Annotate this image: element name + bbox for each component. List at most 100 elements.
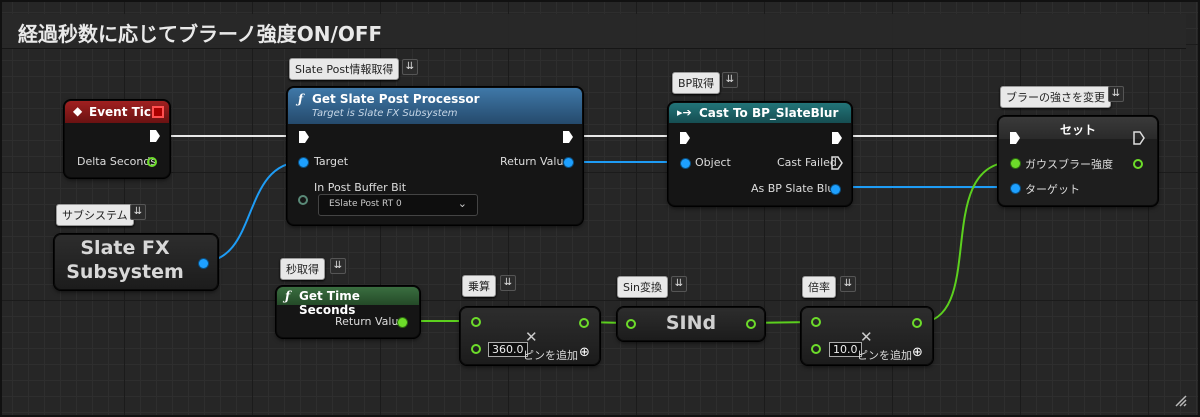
multiply-icon: ✕ [860,328,873,346]
time-return-value-pin[interactable] [398,318,407,327]
scale-in-b-pin[interactable] [811,344,821,354]
comment-seconds-text: 秒取得 [286,263,319,276]
pin-icon[interactable]: ⇊ [130,204,146,220]
exec-out-pin[interactable] [831,131,843,145]
exec-in-pin[interactable] [679,131,691,145]
multiply-out-pin[interactable] [579,318,589,328]
event-icon: ◆ [73,104,83,118]
pin-icon[interactable]: ⇊ [500,275,516,291]
time-header: ƒ Get Time Seconds [277,287,419,317]
exec-out-pin[interactable] [149,129,161,143]
as-bp-slate-blur-label: As BP Slate Blur [751,182,839,195]
cast-failed-label: Cast Failed [777,156,837,169]
comment-blur-change[interactable]: ブラーの強さを変更 [1000,86,1111,108]
comment-bp-text: BP取得 [678,77,715,90]
sind-out-pin[interactable] [746,319,756,329]
pin-icon[interactable]: ⇊ [402,59,418,75]
set-title: セット [1059,123,1096,137]
time-title: Get Time Seconds [299,289,360,317]
graph-title-bar: 経過秒数に応じてブラーノ強度ON/OFF [2,14,1186,49]
return-value-label: Return Value [500,155,571,168]
exec-in-pin[interactable] [298,130,310,144]
exec-out-pin[interactable] [1133,131,1145,145]
pin-icon[interactable]: ⇊ [840,276,856,292]
event-tick-header: ◆ Event Tick [65,101,169,123]
get-slate-subtitle: Target is Slate FX Subsystem [312,108,458,119]
add-pin-icon[interactable]: ⊕ [579,345,590,360]
cast-failed-exec-pin[interactable] [831,156,843,170]
delta-seconds-pin[interactable] [147,157,157,167]
add-pin-icon[interactable]: ⊕ [912,345,923,360]
cast-node[interactable]: ▸➔ Cast To BP_SlateBlur Object Cast Fail… [668,102,852,206]
exec-out-pin[interactable] [562,130,574,144]
object-pin[interactable] [681,159,690,168]
exec-in-pin[interactable] [1009,131,1021,145]
gauss-blur-pin[interactable] [1011,159,1020,168]
resize-grip-icon[interactable] [1172,392,1188,408]
in-post-buffer-label: In Post Buffer Bit [314,181,407,194]
function-icon: ƒ [285,289,291,303]
sind-in-pin[interactable] [626,319,636,329]
multiply-node[interactable]: 360.0 ✕ ピンを追加 ⊕ [460,307,600,365]
multiply-add-pin-label[interactable]: ピンを追加 [523,349,578,362]
get-slate-post-processor-node[interactable]: ƒ Get Slate Post Processor Target is Sla… [287,87,583,225]
gauss-blur-label: ガウスブラー強度 [1025,158,1113,171]
post-buffer-dropdown[interactable]: ESlate Post RT 0 ⌄ [318,194,478,216]
comment-scale-text: 倍率 [808,281,830,294]
comment-subsystem-text: サブシステム [62,209,128,222]
comment-blur-change-text: ブラーの強さを変更 [1006,91,1105,104]
return-value-pin[interactable] [564,158,573,167]
delegate-icon[interactable] [152,106,164,118]
graph-title: 経過秒数に応じてブラーノ強度ON/OFF [18,22,383,46]
post-buffer-dropdown-value: ESlate Post RT 0 [329,199,402,209]
comment-sin[interactable]: Sin変換 [617,276,669,298]
comment-bp[interactable]: BP取得 [672,72,721,94]
scale-node[interactable]: 10.0 ✕ ピンを追加 ⊕ [801,307,933,365]
sind-node[interactable]: SINd [617,307,765,341]
subsystem-out-pin[interactable] [199,259,208,268]
scale-out-pin[interactable] [912,318,922,328]
in-post-buffer-pin[interactable] [298,195,308,205]
event-tick-node[interactable]: ◆ Event Tick Delta Seconds [64,100,170,178]
target-pin[interactable] [299,158,308,167]
float-wire-scale-to-gauss [916,161,1014,324]
comment-seconds[interactable]: 秒取得 [280,258,325,280]
multiply-in-b-pin[interactable] [471,344,481,354]
comment-slate-post[interactable]: Slate Post情報取得 [289,58,400,80]
comment-subsystem[interactable]: サブシステム [56,204,134,226]
multiply-in-a-pin[interactable] [471,317,481,327]
comment-multiply[interactable]: 乗算 [462,275,496,297]
pin-icon[interactable]: ⇊ [722,72,738,88]
pin-icon[interactable]: ⇊ [330,258,346,274]
cast-title: Cast To BP_SlateBlur [699,106,839,120]
cast-icon: ▸➔ [677,106,692,119]
multiply-icon: ✕ [525,328,538,346]
target-label: Target [314,155,349,168]
scale-in-a-pin[interactable] [811,317,821,327]
subsystem-line2: Subsystem [66,261,184,283]
sind-label: SINd [665,312,717,334]
comment-scale[interactable]: 倍率 [802,276,836,298]
pin-icon[interactable]: ⇊ [671,276,687,292]
comment-sin-text: Sin変換 [623,281,663,294]
scale-add-pin-label[interactable]: ピンを追加 [857,349,912,362]
set-header: セット [999,117,1157,139]
set-node[interactable]: セット ガウスブラー強度 ターゲット [998,116,1158,206]
set-target-pin[interactable] [1011,184,1020,193]
slate-fx-subsystem-node[interactable]: Slate FX Subsystem [54,234,218,290]
multiply-value-field[interactable]: 360.0 [488,342,528,357]
object-label: Object [695,156,731,169]
function-icon: ƒ [298,92,304,106]
pin-icon[interactable]: ⇊ [1108,86,1124,102]
gauss-blur-out-pin[interactable] [1133,159,1143,169]
get-time-seconds-node[interactable]: ƒ Get Time Seconds Return Value [276,286,420,338]
scale-value-field[interactable]: 10.0 [829,342,862,357]
subsystem-line1: Slate FX [80,237,170,259]
time-return-value-label: Return Value [335,315,406,328]
comment-multiply-text: 乗算 [468,280,490,293]
event-tick-title: Event Tick [89,105,160,119]
get-slate-header: ƒ Get Slate Post Processor Target is Sla… [288,88,582,124]
as-bp-slate-blur-pin[interactable] [831,185,840,194]
chevron-down-icon: ⌄ [457,197,467,210]
